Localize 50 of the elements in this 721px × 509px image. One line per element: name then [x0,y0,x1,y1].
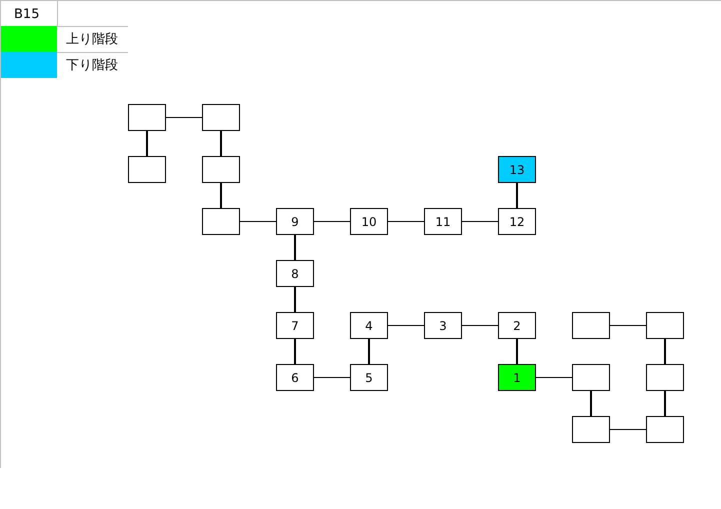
empty-box [128,156,166,183]
numbered-box: 12 [498,208,536,235]
numbered-box: 4 [350,312,388,339]
numbered-box: 8 [276,260,314,287]
connector-line [314,221,350,222]
connector-line [220,131,222,156]
connector-line [462,221,498,222]
numbered-box: 11 [424,208,462,235]
connector-line [240,221,276,222]
numbered-box: 1 [498,364,536,391]
numbered-box: 3 [424,312,462,339]
empty-box [202,104,240,131]
numbered-box: 5 [350,364,388,391]
connector-line [610,325,646,326]
connector-line [536,377,572,378]
connector-line [664,391,666,416]
numbered-box: 2 [498,312,536,339]
connector-line [590,391,592,416]
legend-text: 上り階段 [66,31,118,49]
connector-line [314,377,350,378]
numbered-box: 7 [276,312,314,339]
numbered-box: 13 [498,156,536,183]
connector-line [294,287,296,312]
connector-line [664,339,666,364]
numbered-box: 9 [276,208,314,235]
empty-box [646,416,684,443]
connector-line [388,221,424,222]
empty-box [572,312,610,339]
numbered-box: 10 [350,208,388,235]
connector-line [610,429,646,430]
floor-label: B15 [14,6,40,24]
empty-box [572,416,610,443]
connector-line [368,339,370,364]
empty-box [572,364,610,391]
empty-box [646,364,684,391]
connector-line [462,325,498,326]
empty-box [646,312,684,339]
connector-line [166,117,202,118]
connector-line [294,339,296,364]
connector-line [146,131,148,156]
connector-line [388,325,424,326]
empty-box [202,156,240,183]
connector-line [516,183,518,208]
legend-text: 下り階段 [66,57,118,75]
empty-box [202,208,240,235]
connector-line [516,339,518,364]
connector-line [294,235,296,260]
numbered-box: 6 [276,364,314,391]
connector-line [220,183,222,208]
empty-box [128,104,166,131]
